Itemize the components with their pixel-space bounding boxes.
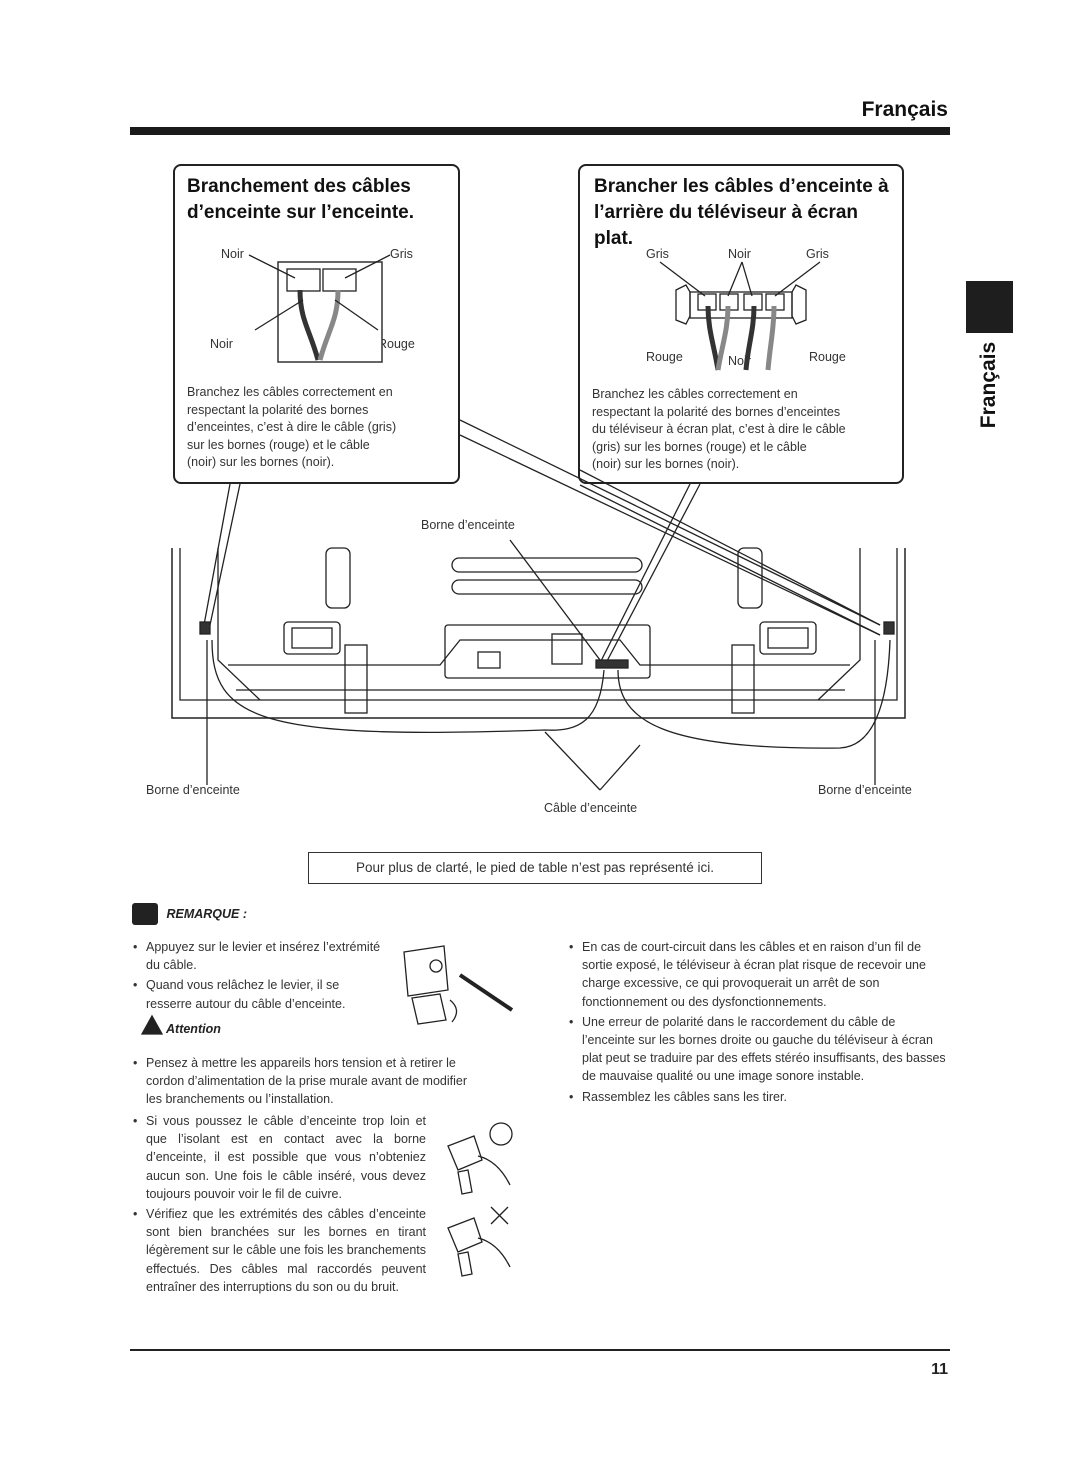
callout-right-title-line3: plat. [594,228,634,249]
label-rouge-bottom: Rouge [378,337,415,351]
callout-left-title-line2: d’enceinte sur l’enceinte. [187,202,415,223]
label-noir-top: Noir [221,247,244,261]
attention-bullet: Vérifiez que les extrémités des câbles d… [132,1205,426,1296]
label-gris-right: Gris [806,247,829,261]
pencil-note-icon [132,903,158,925]
page-number: 11 [931,1361,948,1378]
callout-left-line: (noir) sur les bornes (noir). [187,455,335,469]
label-noir-top-right: Noir [728,247,751,261]
label-gris-top: Gris [390,247,413,261]
remarque-bullet: Appuyez sur le levier et insérez l’extré… [132,938,382,974]
terminal-closeup-left [277,261,383,363]
callout-right-line: Branchez les câbles correctement en [592,387,798,401]
callout-left-title-line1: Branchement des câbles [187,176,411,197]
right-bullet: Une erreur de polarité dans le raccordem… [568,1013,948,1086]
right-bullet: Rassemblez les câbles sans les tirer. [568,1088,948,1106]
label-gris-left: Gris [646,247,669,261]
callout-right-line: (noir) sur les bornes (noir). [592,457,740,471]
callout-left-text: Branchez les câbles correctement en resp… [187,384,457,472]
label-noir-bottom: Noir [210,337,233,351]
callout-right-title-line1: Brancher les câbles d’enceinte à [594,176,889,197]
callout-tv-side: Brancher les câbles d’enceinte à l’arriè… [578,164,904,484]
table-stand-note: Pour plus de clarté, le pied de table n’… [308,852,762,884]
attention-bullet: Pensez à mettre les appareils hors tensi… [132,1054,484,1109]
top-rule [130,127,950,135]
remarque-header: REMARQUE : [132,903,247,925]
label-cable: Câble d’enceinte [544,801,638,815]
attention-list-2: Si vous poussez le câble d’enceinte trop… [132,1112,426,1298]
callout-left-line: d’enceintes, c’est à dire le câble (gris… [187,420,397,434]
label-borne-right: Borne d’enceinte [818,783,912,797]
callout-right-title: Brancher les câbles d’enceinte à l’arriè… [594,174,889,252]
attention-label: Attention [166,1022,221,1036]
attention-list-1: Pensez à mettre les appareils hors tensi… [132,1054,484,1111]
callout-right-text: Branchez les câbles correctement en resp… [592,386,902,474]
remarque-bullet: Quand vous relâchez le levier, il se res… [132,976,382,1012]
callout-right-line: du téléviseur à écran plat, c’est à dire… [592,422,846,436]
right-bullet: En cas de court-circuit dans les câbles … [568,938,948,1011]
callout-left-title: Branchement des câbles d’enceinte sur l’… [187,174,414,226]
label-rouge-left: Rouge [646,350,683,364]
callout-right-title-line2: l’arrière du téléviseur à écran [594,202,859,223]
label-borne-top: Borne d’enceinte [421,518,515,532]
callout-left-line: respectant la polarité des bornes [187,402,369,417]
attention-bullet: Si vous poussez le câble d’enceinte trop… [132,1112,426,1203]
remarque-label: REMARQUE : [166,907,248,921]
bottom-rule [130,1349,950,1351]
terminal-socket [286,268,321,292]
callout-right-line: (gris) sur les bornes (rouge) et le câbl… [592,439,807,454]
label-rouge-right: Rouge [809,350,846,364]
callout-right-line: respectant la polarité des bornes d’ence… [592,404,841,419]
callout-left-line: sur les bornes (rouge) et le câble [187,437,370,452]
remarque-list: Appuyez sur le levier et insérez l’extré… [132,938,382,1015]
callout-left-line: Branchez les câbles correctement en [187,385,393,399]
language-tab-block [966,281,1013,333]
label-borne-left: Borne d’enceinte [146,783,240,797]
language-header: Français [861,98,948,121]
right-notes: En cas de court-circuit dans les câbles … [568,938,948,1108]
